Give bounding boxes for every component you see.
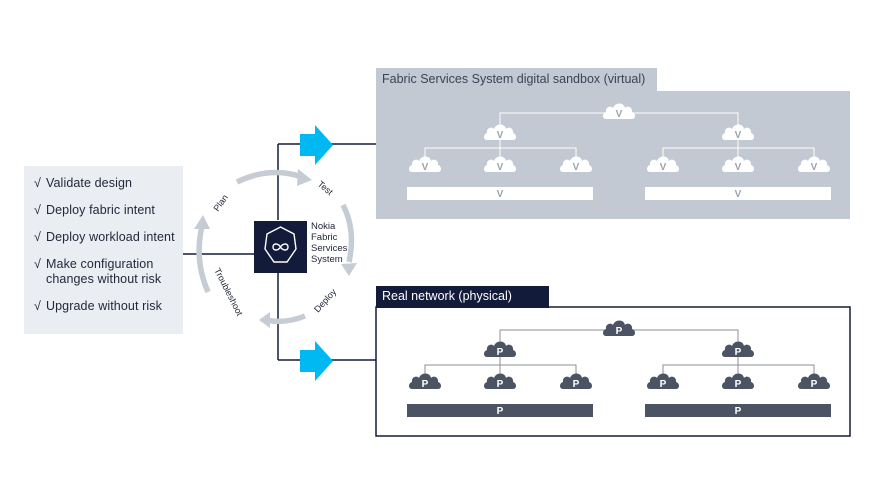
checklist-item: √ Upgrade without risk	[34, 299, 183, 314]
svg-text:V: V	[497, 189, 504, 200]
network-segment-bar: V	[407, 187, 593, 200]
checklist-item-text: Deploy fabric intent	[46, 203, 156, 217]
checklist-item: √ Validate design	[34, 176, 183, 191]
cloud-node-icon: V	[722, 156, 754, 173]
svg-text:V: V	[735, 189, 742, 200]
cloud-node-icon: V	[484, 124, 516, 141]
network-segment-bar: P	[645, 404, 831, 417]
center-title-line-3: Services	[311, 243, 348, 254]
cloud-node-icon: P	[722, 373, 754, 390]
checklist-panel: √ Validate design √ Deploy fabric intent…	[24, 166, 183, 334]
svg-text:V: V	[573, 162, 580, 173]
svg-text:V: V	[811, 162, 818, 173]
cycle-label-plan: Plan	[211, 193, 230, 213]
checklist-item: √ Make configuration changes without ris…	[34, 257, 183, 287]
svg-text:V: V	[497, 162, 504, 173]
svg-text:P: P	[735, 347, 742, 358]
checklist-item: √ Deploy workload intent	[34, 230, 183, 245]
check-mark-icon: √	[34, 299, 41, 313]
arrow-to-virtual	[300, 125, 333, 165]
svg-text:V: V	[497, 130, 504, 141]
svg-text:P: P	[497, 406, 504, 417]
cycle-label-troubleshoot: Troubleshoot	[212, 266, 245, 317]
svg-text:P: P	[660, 379, 667, 390]
svg-text:P: P	[735, 406, 742, 417]
virtual-network: V V V V V V V V V V V	[407, 103, 831, 200]
svg-text:P: P	[422, 379, 429, 390]
cloud-node-icon: P	[722, 341, 754, 358]
svg-text:P: P	[497, 379, 504, 390]
cloud-node-icon: P	[484, 373, 516, 390]
check-mark-icon: √	[34, 230, 41, 244]
svg-text:P: P	[497, 347, 504, 358]
network-segment-bar: P	[407, 404, 593, 417]
cloud-node-icon: P	[798, 373, 830, 390]
cycle-arrowheads	[194, 169, 357, 328]
cloud-node-icon: P	[603, 320, 635, 337]
cloud-node-icon: V	[603, 103, 635, 120]
check-mark-icon: √	[34, 257, 41, 271]
cloud-node-icon: P	[409, 373, 441, 390]
checklist-item-text: Upgrade without risk	[46, 299, 162, 313]
svg-text:V: V	[616, 109, 623, 120]
cloud-node-icon: P	[484, 341, 516, 358]
checklist-item-text: Validate design	[46, 176, 133, 190]
cloud-node-icon: V	[798, 156, 830, 173]
physical-network-title: Real network (physical)	[376, 286, 549, 308]
svg-text:V: V	[735, 162, 742, 173]
svg-text:P: P	[811, 379, 818, 390]
cloud-node-icon: P	[560, 373, 592, 390]
svg-text:P: P	[735, 379, 742, 390]
svg-text:V: V	[660, 162, 667, 173]
cloud-node-icon: P	[647, 373, 679, 390]
svg-text:V: V	[735, 130, 742, 141]
virtual-network-title: Fabric Services System digital sandbox (…	[376, 68, 657, 92]
infinity-loop-icon	[264, 226, 297, 263]
physical-network: P P P P P P P P P P P	[407, 320, 831, 417]
center-title-line-1: Nokia	[311, 221, 336, 232]
center-title-line-2: Fabric	[311, 232, 338, 243]
svg-text:P: P	[616, 326, 623, 337]
svg-text:P: P	[573, 379, 580, 390]
network-segment-bar: V	[645, 187, 831, 200]
check-mark-icon: √	[34, 176, 41, 190]
cloud-node-icon: V	[560, 156, 592, 173]
cloud-node-icon: V	[647, 156, 679, 173]
checklist-item-text: Deploy workload intent	[46, 230, 175, 244]
checklist-item-text: Make configuration changes without risk	[46, 257, 162, 286]
arrow-to-physical	[300, 341, 333, 381]
center-title-line-4: System	[311, 254, 343, 265]
cycle-label-test: Test	[316, 179, 335, 198]
cloud-node-icon: V	[409, 156, 441, 173]
check-mark-icon: √	[34, 203, 41, 217]
svg-text:V: V	[422, 162, 429, 173]
cloud-node-icon: V	[484, 156, 516, 173]
cycle-label-deploy: Deploy	[312, 286, 339, 314]
checklist-item: √ Deploy fabric intent	[34, 203, 183, 218]
cloud-node-icon: V	[722, 124, 754, 141]
